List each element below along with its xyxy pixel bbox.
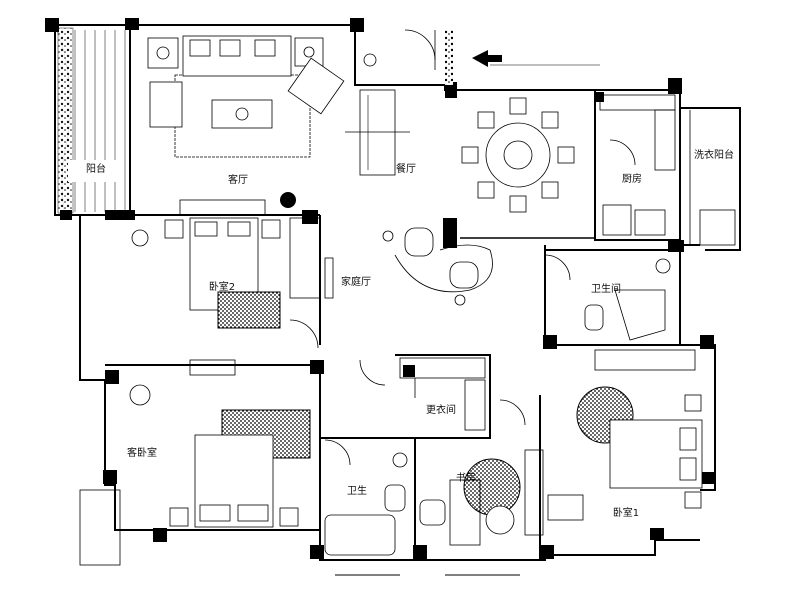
guest-bedroom [79, 359, 311, 566]
entrance [345, 29, 600, 176]
label-closet: 更衣间 [426, 403, 456, 416]
bedroom-1 [547, 349, 703, 521]
label-balcony-left: 阳台 [86, 162, 106, 175]
label-dining: 餐厅 [396, 162, 416, 175]
interior-walls [105, 215, 715, 560]
label-bedroom1: 卧室1 [613, 506, 639, 519]
dining-table [460, 97, 595, 239]
label-study: 书房 [456, 471, 476, 484]
small-bathroom [324, 439, 408, 556]
label-bath-public: 卫生间 [591, 282, 621, 295]
closet [399, 357, 486, 431]
label-laundry-balcony: 洗衣阳台 [694, 148, 734, 161]
label-living: 客厅 [228, 173, 248, 186]
label-kitchen: 厨房 [622, 172, 642, 185]
room-labels: 阳台 客厅 餐厅 厨房 洗衣阳台 卧室2 家庭厅 卫生间 客卧室 更衣间 卫生 … [86, 148, 734, 519]
left-balcony [54, 24, 126, 216]
family-room [280, 192, 493, 306]
entrance-arrow-icon [472, 50, 502, 67]
laundry-balcony [689, 110, 736, 246]
bedroom-2 [131, 199, 334, 349]
label-guest-bedroom: 客卧室 [127, 446, 157, 459]
study [419, 449, 544, 546]
label-bath-small: 卫生 [347, 484, 367, 497]
living-room [147, 35, 345, 158]
structural-columns [45, 18, 714, 559]
public-bathroom [544, 249, 681, 345]
label-bedroom2: 卧室2 [209, 280, 235, 293]
kitchen [594, 90, 680, 241]
label-family-room: 家庭厅 [341, 275, 371, 288]
